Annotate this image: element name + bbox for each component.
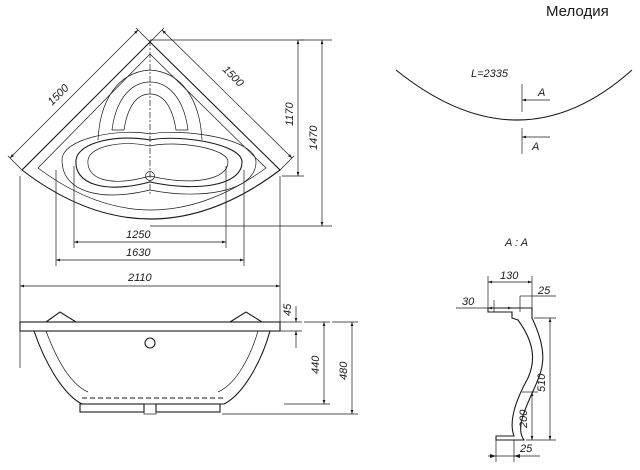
dim-height-inner-label: 1170 [284, 101, 296, 126]
front-arc [395, 69, 633, 121]
ext-line [7, 155, 23, 171]
basin-bottom [87, 143, 229, 182]
dim-section-height-label: 510 [536, 373, 548, 392]
dim-depth-outer-label: 480 [338, 361, 350, 380]
ext-line [135, 27, 151, 43]
side-body-inner [45, 330, 89, 393]
foot-left [79, 403, 145, 413]
side-body-inner-r [217, 330, 259, 393]
section-view: A : A 130 25 30 510 200 25 [456, 237, 556, 462]
dim-section-base-height-label: 200 [518, 409, 530, 429]
section-mark-top: A [537, 87, 545, 99]
side-headrest-left [45, 311, 77, 323]
dim-section-base-width-label: 25 [519, 443, 533, 455]
dim-side-left [9, 29, 139, 159]
section-profile [487, 307, 544, 441]
dim-side-left-label: 1500 [46, 82, 72, 108]
side-view: 45 440 480 [19, 303, 358, 415]
basin-inner [75, 137, 243, 188]
dim-width-inner-label: 1250 [126, 229, 151, 241]
basin-outer [61, 131, 257, 196]
siphon [143, 403, 157, 415]
arc-view: L=2335 A A [395, 68, 633, 154]
top-view-outer-rim [21, 41, 281, 220]
side-overflow [144, 337, 156, 349]
dim-arrows [490, 454, 520, 458]
side-rim [19, 321, 281, 332]
ext-line [279, 155, 295, 171]
foot-right [155, 403, 221, 413]
dim-depth-inner-label: 440 [310, 355, 322, 374]
dim-side-right [161, 29, 293, 159]
side-body [33, 330, 271, 405]
top-view: 1500 1500 1170 1470 1250 1630 2110 [7, 27, 332, 368]
arc-length-label: L=2335 [471, 68, 509, 80]
dim-width-mid-label: 1630 [126, 247, 151, 259]
product-title: Мелодия [546, 3, 609, 20]
section-mark-bottom: A [531, 141, 539, 153]
dim-section-top-width-label: 130 [500, 270, 519, 282]
side-headrest-right [229, 311, 263, 323]
dim-rim-label: 45 [282, 303, 294, 316]
dim-side-right-label: 1500 [220, 64, 246, 90]
dim-lip-left-label: 30 [462, 296, 475, 308]
section-title: A : A [504, 237, 528, 249]
dim-height-outer-label: 1470 [308, 125, 320, 150]
dim-lip-right-label: 25 [537, 285, 551, 297]
dim-width-outer-label: 2110 [127, 272, 153, 284]
